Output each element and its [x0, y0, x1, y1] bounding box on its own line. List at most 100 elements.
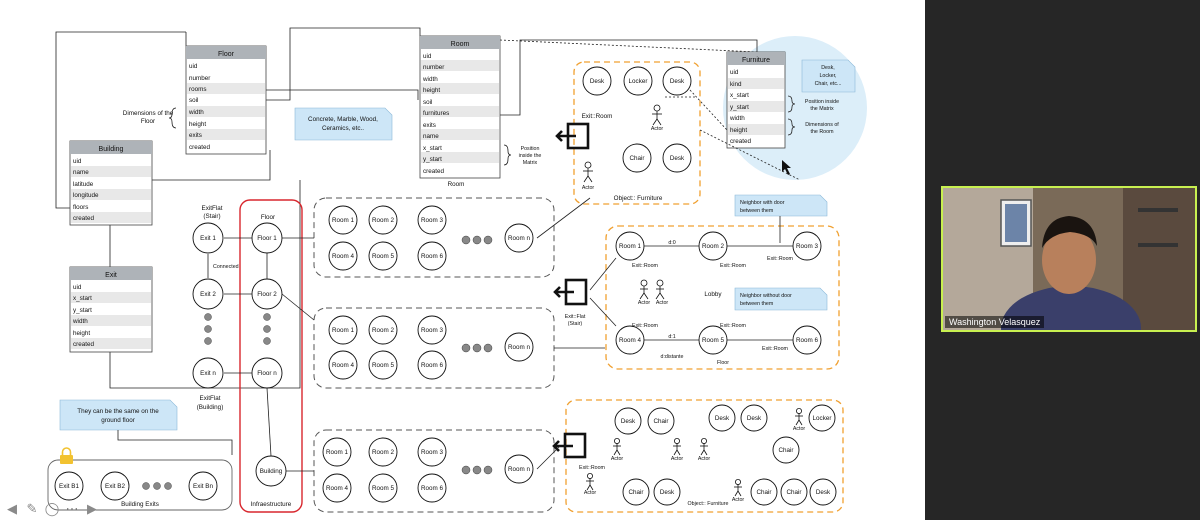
svg-text:Room 3: Room 3	[421, 449, 444, 456]
svg-text:d:1: d:1	[668, 334, 675, 340]
svg-text:Concrete, Marble, Wood,: Concrete, Marble, Wood,	[308, 116, 378, 123]
svg-text:Chair: Chair	[786, 489, 801, 496]
floor-row: created	[189, 144, 211, 151]
room-table: Room uid number width height soil furnit…	[419, 35, 501, 179]
svg-text:Room 3: Room 3	[421, 217, 444, 224]
pen-icon[interactable]: ✎	[26, 501, 38, 516]
building-row: longitude	[73, 192, 99, 199]
floor-row: soil	[189, 97, 198, 104]
svg-text:Room 1: Room 1	[332, 217, 355, 224]
svg-text:Exit::Room: Exit::Room	[720, 323, 746, 329]
svg-text:Building: Building	[260, 468, 283, 475]
svg-text:Room 6: Room 6	[421, 485, 444, 492]
ellipsis-dots	[204, 313, 271, 345]
building-table: Building uid name latitude longitude flo…	[69, 140, 153, 226]
svg-text:Room n: Room n	[508, 344, 531, 351]
svg-text:Locker: Locker	[813, 415, 832, 422]
svg-text:Room 4: Room 4	[326, 485, 349, 492]
exit-table: Exit uid x_start y_start width height cr…	[69, 266, 153, 353]
room-row: number	[423, 64, 444, 71]
svg-text:Ceramics, etc..: Ceramics, etc..	[322, 125, 364, 132]
svg-text:Chair: Chair	[778, 447, 793, 454]
furniture-table-title: Furniture	[742, 57, 770, 64]
lock-icon	[60, 447, 73, 464]
room-detail-top: Desk Locker Desk Chair Desk Object:: Fur…	[573, 61, 701, 205]
svg-text:Actor: Actor	[671, 456, 684, 462]
svg-text:Room 5: Room 5	[702, 337, 725, 344]
presentation-toolbar: ◀ ✎ ◯ ⋯ ▶	[4, 500, 100, 518]
svg-text:Desk,: Desk,	[821, 65, 835, 71]
svg-text:Locker,: Locker,	[819, 73, 836, 79]
svg-text:Desk: Desk	[816, 489, 831, 496]
svg-text:Exit Bn: Exit Bn	[193, 483, 213, 490]
svg-text:Room 6: Room 6	[796, 337, 819, 344]
furniture-table: Furniture uid kind x_start y_start width…	[726, 51, 786, 149]
comment-icon[interactable]: ◯	[44, 501, 60, 516]
more-icon[interactable]: ⋯	[65, 501, 79, 516]
exit-b2-node: Exit B2	[100, 471, 130, 501]
svg-text:Exit::Room: Exit::Room	[579, 465, 605, 471]
svg-text:d:distante: d:distante	[661, 354, 684, 360]
furniture-row: height	[730, 127, 747, 134]
svg-text:Exit 1: Exit 1	[200, 235, 216, 242]
svg-text:Exit::Room: Exit::Room	[582, 113, 613, 120]
svg-text:Object:: Furniture: Object:: Furniture	[614, 195, 663, 202]
svg-text:Room 4: Room 4	[332, 362, 355, 369]
svg-text:Actor: Actor	[651, 126, 664, 132]
actor-icon	[652, 104, 662, 126]
furniture-row: x_start	[730, 92, 749, 99]
lobby-detail: Room 1 Room 2 Room 3 Room 4 Room 5 Room …	[605, 225, 840, 370]
svg-text:Locker: Locker	[629, 78, 648, 85]
svg-text:Actor: Actor	[656, 300, 669, 306]
svg-text:(Stair): (Stair)	[203, 213, 220, 220]
furniture-row: created	[730, 138, 752, 145]
svg-text:between them: between them	[740, 208, 774, 214]
participant-video[interactable]: Washington Velasquez	[941, 186, 1197, 332]
svg-text:Neighbor without door: Neighbor without door	[740, 293, 792, 299]
svg-text:(Stair): (Stair)	[568, 321, 583, 327]
svg-text:Object:: Furniture: Object:: Furniture	[688, 501, 729, 507]
svg-text:Actor: Actor	[638, 300, 651, 306]
dimensions-floor-label-2: Floor	[141, 118, 155, 125]
arrow-right-icon[interactable]: ▶	[87, 501, 97, 516]
svg-text:Exit::Room: Exit::Room	[767, 256, 793, 262]
room-row: created	[423, 168, 445, 175]
svg-text:Chair, etc...: Chair, etc...	[815, 81, 842, 87]
building-row: name	[73, 169, 89, 176]
neighbor-door-note: Neighbor with door between them	[734, 194, 828, 217]
exit-row: created	[73, 341, 95, 348]
infraestructure-frame	[239, 199, 303, 513]
svg-text:d:0: d:0	[668, 240, 675, 246]
mouse-cursor-icon	[782, 160, 791, 175]
svg-text:Lobby: Lobby	[704, 291, 722, 298]
participant-name: Washington Velasquez	[945, 316, 1045, 328]
er-connectors	[55, 27, 758, 389]
slide-canvas: Floor uid number rooms soil width height…	[0, 0, 925, 520]
svg-text:Exit 2: Exit 2	[200, 291, 216, 298]
svg-text:Actor: Actor	[584, 490, 597, 496]
exit-row: uid	[73, 284, 82, 291]
svg-text:Desk: Desk	[747, 415, 762, 422]
svg-text:Desk: Desk	[660, 489, 675, 496]
svg-text:Room n: Room n	[508, 235, 531, 242]
video-frame	[943, 188, 1195, 330]
svg-text:(Building): (Building)	[197, 404, 224, 411]
room-row: furnitures	[423, 110, 449, 117]
actor-icon	[583, 161, 593, 183]
svg-text:Chair: Chair	[756, 489, 771, 496]
svg-text:Room 3: Room 3	[421, 327, 444, 334]
svg-text:between them: between them	[740, 301, 774, 307]
svg-text:Matrix: Matrix	[523, 160, 538, 166]
exit-door-icon	[552, 432, 587, 459]
svg-text:Position: Position	[521, 146, 540, 152]
arrow-left-icon[interactable]: ◀	[7, 501, 17, 516]
exit-table-title: Exit	[105, 272, 117, 279]
svg-text:Room 2: Room 2	[372, 217, 395, 224]
svg-text:Room 4: Room 4	[619, 337, 642, 344]
svg-text:Room 1: Room 1	[619, 243, 642, 250]
floor-row: height	[189, 121, 206, 128]
dimensions-floor-label: Dimensions of the	[123, 110, 174, 117]
exit-door-icon	[555, 122, 590, 150]
svg-text:Actor: Actor	[611, 456, 624, 462]
svg-text:Desk: Desk	[621, 418, 636, 425]
